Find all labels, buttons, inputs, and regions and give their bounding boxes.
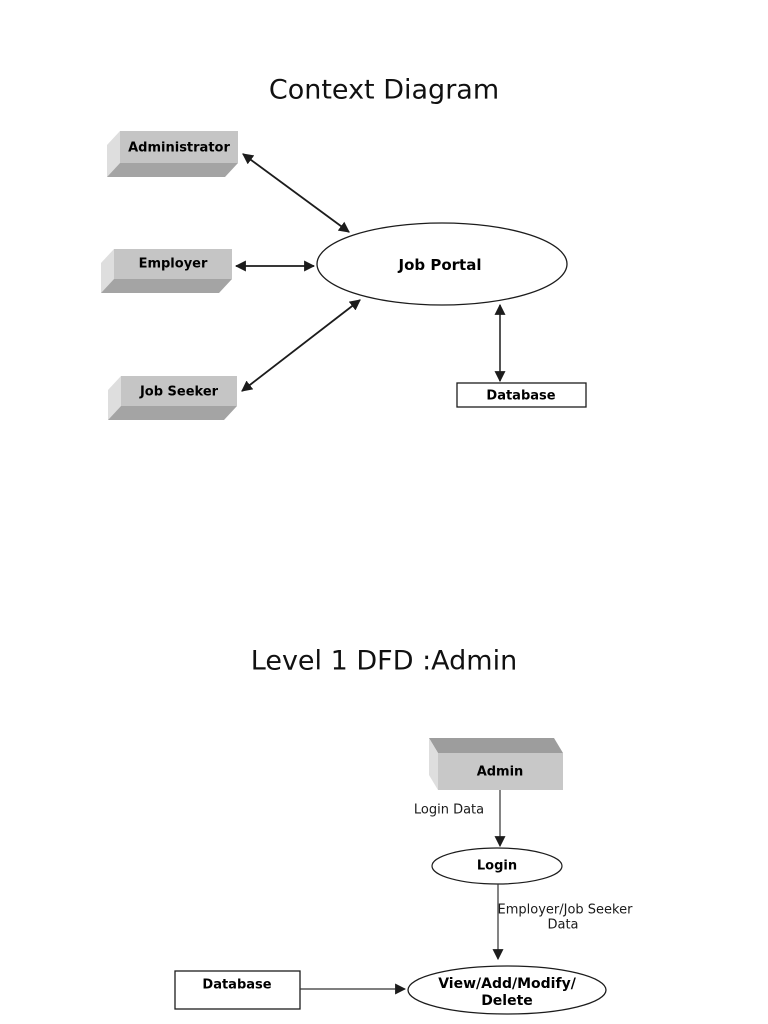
flow-label-employer-jobseeker-data: Employer/Job Seeker Data xyxy=(498,903,634,933)
entity-job-seeker-label: Job Seeker xyxy=(139,385,219,400)
flow-label-employer-jobseeker-line1: Employer/Job Seeker xyxy=(498,903,634,918)
datastore-database-level1-shape xyxy=(174,970,301,1010)
entity-job-seeker-bottom-face xyxy=(108,406,237,420)
entity-admin-top-face xyxy=(429,738,563,753)
process-view-add-modify-delete-label-line2: Delete xyxy=(481,993,533,1009)
entity-employer-front-face xyxy=(114,249,232,279)
level1-dfd-title: Level 1 DFD :Admin xyxy=(251,646,517,677)
arrow-jobseeker-jobportal xyxy=(241,299,361,392)
entity-admin-label: Admin xyxy=(477,765,524,780)
entity-employer-bottom-face xyxy=(101,279,232,293)
entity-employer-label: Employer xyxy=(139,257,208,272)
datastore-database-context-shape xyxy=(456,382,587,408)
process-view-add-modify-delete-label-line1: View/Add/Modify/ xyxy=(438,976,577,992)
process-login-label: Login xyxy=(477,859,517,874)
datastore-database-context: Database xyxy=(456,382,587,408)
entity-job-seeker-front-face xyxy=(121,376,237,406)
process-job-portal: Job Portal xyxy=(316,222,568,306)
entity-administrator-front-face xyxy=(120,131,238,163)
arrow-administrator-jobportal xyxy=(242,153,350,233)
flow-label-employer-jobseeker-line2: Data xyxy=(547,918,578,933)
entity-employer: Employer xyxy=(101,249,232,293)
process-login: Login xyxy=(431,847,563,885)
datastore-database-level1: Database xyxy=(174,970,301,1010)
entity-administrator-left-face xyxy=(107,131,120,177)
entity-administrator-label: Administrator xyxy=(128,141,230,156)
entity-admin-front-face xyxy=(438,753,563,790)
process-job-portal-shape xyxy=(316,222,568,306)
process-job-portal-label: Job Portal xyxy=(398,256,482,274)
entity-job-seeker: Job Seeker xyxy=(108,376,237,420)
context-diagram-title: Context Diagram xyxy=(269,75,499,106)
entity-administrator: Administrator xyxy=(107,131,238,177)
flow-label-login-data: Login Data xyxy=(414,803,484,818)
entity-administrator-bottom-face xyxy=(107,163,238,177)
entity-employer-left-face xyxy=(101,249,114,293)
process-view-add-modify-delete-shape xyxy=(407,965,607,1015)
datastore-database-level1-label: Database xyxy=(202,978,271,993)
datastore-database-context-label: Database xyxy=(486,389,555,404)
process-view-add-modify-delete: View/Add/Modify/ Delete xyxy=(407,965,607,1015)
entity-job-seeker-left-face xyxy=(108,376,121,420)
entity-admin-left-face xyxy=(429,738,438,790)
entity-admin: Admin xyxy=(429,738,563,790)
process-login-shape xyxy=(431,847,563,885)
